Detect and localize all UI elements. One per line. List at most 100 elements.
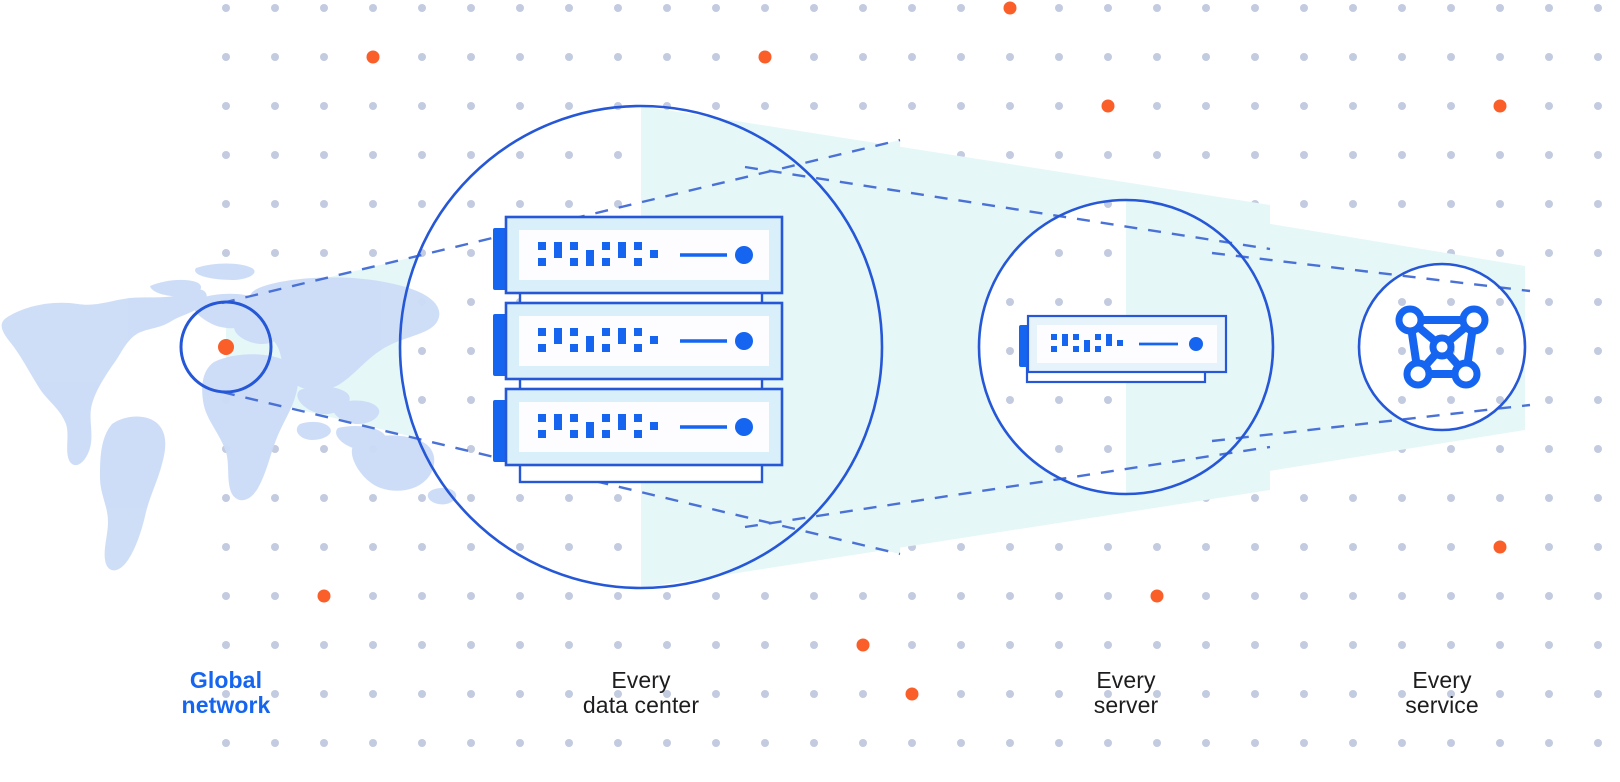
grid-dot [1447, 641, 1455, 649]
server-status-dot [1189, 337, 1203, 351]
grid-dot [1055, 739, 1063, 747]
grid-dot [1153, 543, 1161, 551]
highlight-dot [366, 50, 380, 64]
grid-dot [1349, 494, 1357, 502]
grid-dot [418, 592, 426, 600]
grid-dot [1545, 102, 1553, 110]
grid-dot [1202, 102, 1210, 110]
grid-dot [1251, 592, 1259, 600]
grid-dot [1104, 641, 1112, 649]
grid-dot [1202, 690, 1210, 698]
grid-dot [1398, 396, 1406, 404]
grid-dot [1153, 53, 1161, 61]
grid-dot [1349, 4, 1357, 12]
grid-dot [1545, 298, 1553, 306]
grid-dot [1496, 249, 1504, 257]
grid-dot [810, 53, 818, 61]
grid-dot [1594, 249, 1602, 257]
grid-dot [1202, 641, 1210, 649]
grid-dot [1006, 592, 1014, 600]
grid-dot [516, 494, 524, 502]
single-server-icon[interactable] [1019, 314, 1228, 384]
grid-dot [1006, 102, 1014, 110]
grid-dot [369, 102, 377, 110]
grid-dot [467, 739, 475, 747]
grid-dot [1447, 396, 1455, 404]
grid-dot [1349, 543, 1357, 551]
highlight-dot [317, 589, 331, 603]
grid-dot [957, 592, 965, 600]
server-led-array [538, 414, 658, 438]
grid-dot [418, 494, 426, 502]
grid-dot [369, 4, 377, 12]
circle-data-center[interactable] [398, 104, 884, 590]
grid-dot [565, 200, 573, 208]
grid-dot [565, 739, 573, 747]
grid-dot [1594, 592, 1602, 600]
grid-dot [418, 200, 426, 208]
grid-dot [271, 543, 279, 551]
grid-dot [957, 4, 965, 12]
grid-dot [222, 102, 230, 110]
grid-dot [1496, 739, 1504, 747]
grid-dot [1594, 494, 1602, 502]
grid-dot [271, 200, 279, 208]
grid-dot [467, 690, 475, 698]
circle-service[interactable] [1357, 262, 1527, 432]
graph-node [1403, 359, 1433, 389]
grid-dot [1349, 641, 1357, 649]
grid-dot [467, 347, 475, 355]
highlight-dot [1493, 540, 1507, 554]
grid-dot [1496, 494, 1504, 502]
grid-dot [1006, 739, 1014, 747]
circle-server[interactable] [977, 198, 1275, 496]
grid-dot [1398, 102, 1406, 110]
grid-dot [467, 151, 475, 159]
server-unit [493, 301, 784, 381]
grid-dot [761, 690, 769, 698]
grid-dot [810, 4, 818, 12]
grid-dot [418, 347, 426, 355]
grid-dot [1055, 53, 1063, 61]
grid-dot [614, 543, 622, 551]
grid-dot [1006, 396, 1014, 404]
grid-dot [271, 53, 279, 61]
grid-dot [1202, 53, 1210, 61]
grid-dot [1251, 151, 1259, 159]
grid-dot [1349, 592, 1357, 600]
grid-dot [1447, 200, 1455, 208]
grid-dot [712, 4, 720, 12]
grid-dot [1251, 102, 1259, 110]
server-rack-icon[interactable] [493, 215, 784, 484]
grid-dot [1300, 151, 1308, 159]
grid-dot [565, 102, 573, 110]
grid-dot [565, 592, 573, 600]
grid-dot [418, 151, 426, 159]
grid-dot [1153, 4, 1161, 12]
grid-dot [1104, 4, 1112, 12]
grid-dot [516, 151, 524, 159]
circle-global-network[interactable] [179, 300, 273, 394]
grid-dot [565, 494, 573, 502]
grid-dot [663, 690, 671, 698]
grid-dot [1545, 690, 1553, 698]
grid-dot [1594, 690, 1602, 698]
highlight-dot [1003, 1, 1017, 15]
grid-dot [467, 4, 475, 12]
grid-dot [320, 445, 328, 453]
grid-dot [908, 53, 916, 61]
server-led-array [538, 328, 658, 352]
grid-dot [1006, 347, 1014, 355]
grid-dot [467, 543, 475, 551]
grid-dot [1251, 494, 1259, 502]
grid-dot [761, 102, 769, 110]
grid-dot [810, 102, 818, 110]
map-marker-icon [218, 339, 234, 355]
network-graph-icon[interactable] [1395, 305, 1489, 389]
grid-dot [369, 494, 377, 502]
grid-dot [1496, 200, 1504, 208]
grid-dot [320, 641, 328, 649]
grid-dot [1398, 739, 1406, 747]
